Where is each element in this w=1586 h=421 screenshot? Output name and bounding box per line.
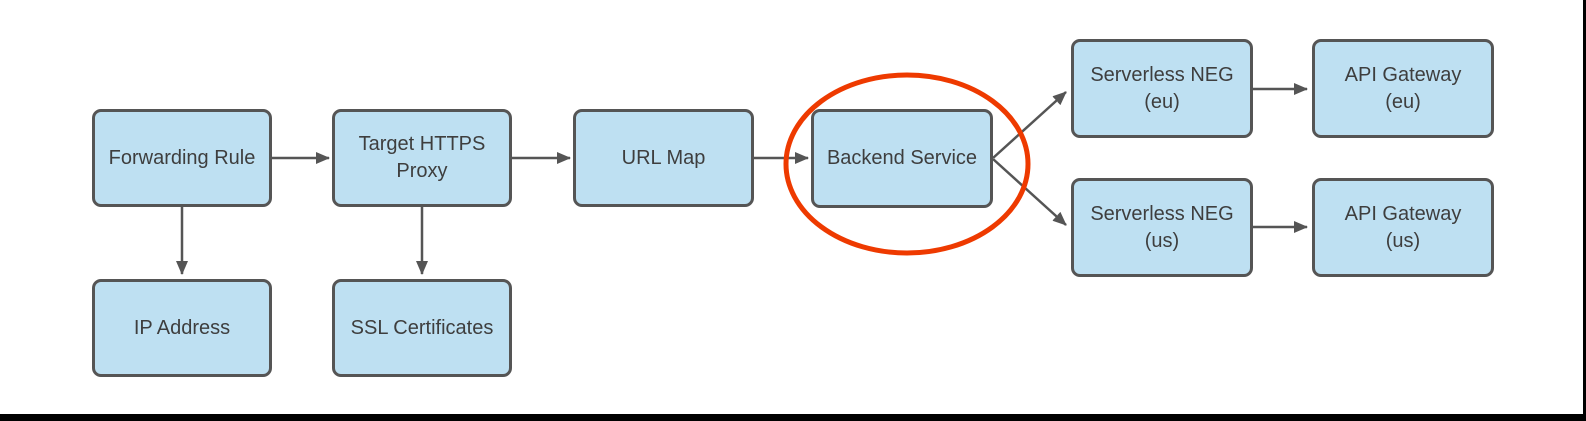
node-forwarding-rule: Forwarding Rule (92, 109, 272, 207)
arrow-backend-service-to-serverless-neg-eu (992, 91, 1067, 159)
node-label: SSL Certificates (351, 315, 494, 342)
node-label: Serverless NEG (us) (1090, 201, 1233, 255)
node-label-line: (eu) (1385, 90, 1421, 113)
right-frame-line (1583, 0, 1586, 421)
bottom-frame-line (0, 414, 1586, 421)
node-serverless-neg-eu: Serverless NEG (eu) (1071, 39, 1253, 138)
node-label: API Gateway (eu) (1345, 62, 1462, 116)
arrow-backend-service-to-serverless-neg-us (992, 158, 1067, 226)
node-label-line: Target HTTPS (358, 133, 486, 155)
node-label-line: (us) (1385, 229, 1421, 252)
node-backend-service: Backend Service (811, 109, 993, 208)
node-label-line: (eu) (1144, 90, 1180, 113)
node-label-line: API Gateway (1344, 202, 1462, 225)
node-label: IP Address (134, 315, 230, 342)
node-label-line: API Gateway (1344, 63, 1462, 86)
node-label: Serverless NEG (eu) (1090, 62, 1233, 116)
node-serverless-neg-us: Serverless NEG (us) (1071, 178, 1253, 277)
node-api-gateway-us: API Gateway (us) (1312, 178, 1494, 277)
node-label-line: Proxy (396, 160, 448, 182)
node-target-https-proxy: Target HTTPS Proxy (332, 109, 512, 207)
node-label-line: Serverless NEG (1090, 202, 1234, 225)
node-label-line: SSL Certificates (350, 316, 494, 339)
node-label: Backend Service (827, 145, 977, 172)
node-ssl-certificates: SSL Certificates (332, 279, 512, 377)
node-label-line: Backend Service (826, 147, 978, 169)
node-api-gateway-eu: API Gateway (eu) (1312, 39, 1494, 138)
node-label: Forwarding Rule (109, 145, 256, 172)
node-label-line: Serverless NEG (1090, 63, 1234, 86)
node-url-map: URL Map (573, 109, 754, 207)
node-ip-address: IP Address (92, 279, 272, 377)
node-label-line: (us) (1144, 229, 1180, 252)
node-label-line: Forwarding Rule (108, 146, 256, 169)
node-label-line: IP Address (133, 316, 231, 339)
node-label-line: URL Map (621, 146, 706, 169)
node-label: API Gateway (us) (1345, 201, 1462, 255)
node-label: URL Map (622, 145, 706, 172)
node-label: Target HTTPS Proxy (359, 131, 486, 185)
